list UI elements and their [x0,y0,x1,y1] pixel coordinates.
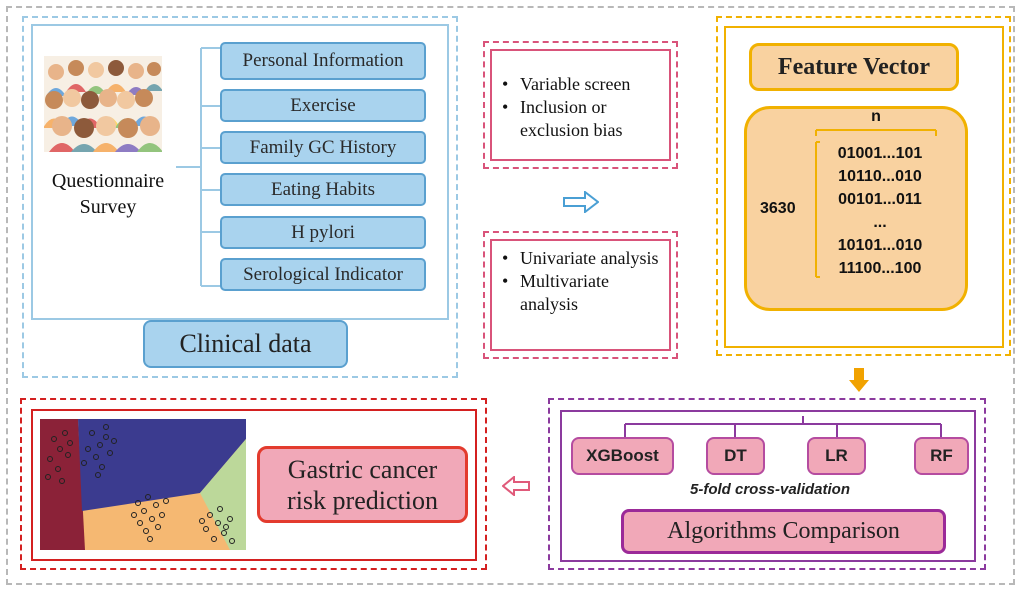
clinical-data-inner-panel [31,24,449,320]
questionnaire-survey-label: Questionnaire Survey [38,168,178,220]
outer-frame [6,6,1015,585]
feature-matrix-box [744,106,968,311]
matrix-row: 11100...100 [838,260,922,277]
survey-label-line2: Survey [79,196,137,218]
right-arrow-icon [563,191,599,213]
exercise-box: Exercise [220,89,426,122]
variable-screen-item: Variable screen [498,73,669,96]
algorithms-comparison-title: Algorithms Comparison [621,509,946,554]
h-pylori-box: H pylori [220,216,426,249]
people-group-icon [44,56,162,152]
cross-validation-label: 5-fold cross-validation [689,481,851,498]
algorithms-panel [548,398,986,570]
variable-screen-list: Variable screen Inclusion or exclusion b… [498,73,669,142]
univariate-analysis-panel [483,231,678,359]
matrix-bracket [815,129,937,278]
survey-label-line1: Questionnaire [51,170,165,192]
feature-vector-panel [716,16,1011,356]
serological-indicator-box: Serological Indicator [220,258,426,291]
multivariate-analysis-item: Multivariate analysis [498,270,669,316]
left-arrow-icon [502,476,530,496]
prediction-title-line2: risk prediction [287,486,438,515]
survey-bracket-connector [176,47,221,287]
univariate-analysis-item: Univariate analysis [498,247,669,270]
dt-model-box: DT [706,437,765,475]
matrix-row: 10101...010 [837,237,923,254]
classification-decision-boundary-plot [40,419,246,550]
lr-model-box: LR [807,437,866,475]
analysis-list: Univariate analysis Multivariate analysi… [498,247,669,316]
prediction-panel [20,398,487,570]
clinical-data-title: Clinical data [143,320,348,368]
xgboost-model-box: XGBoost [571,437,674,475]
prediction-inner-panel [31,409,477,561]
prediction-title-line1: Gastric cancer [287,455,438,484]
feature-vector-inner-panel [724,26,1004,348]
eating-habits-box: Eating Habits [220,173,426,206]
down-arrow-icon [849,368,869,392]
matrix-row: 00101...011 [838,191,922,208]
personal-information-box: Personal Information [220,42,426,80]
feature-vector-title: Feature Vector [749,43,959,91]
matrix-row: 01001...101 [837,145,923,162]
univariate-analysis-inner-panel: Univariate analysis Multivariate analysi… [490,239,671,351]
inclusion-exclusion-bias-item: Inclusion or exclusion bias [498,96,669,142]
matrix-row: 10110...010 [838,168,922,185]
matrix-row-ellipsis: ... [873,214,887,231]
family-gc-history-box: Family GC History [220,131,426,164]
feature-matrix-rows: 01001...101 10110...010 00101...011 ... … [820,142,940,280]
variable-screen-panel [483,41,678,169]
rows-count-label: 3630 [760,200,796,217]
rf-model-box: RF [914,437,969,475]
gastric-cancer-risk-prediction-title: Gastric cancer risk prediction [257,446,468,523]
clinical-data-panel [22,16,458,378]
algorithms-inner-panel [560,410,976,562]
n-columns-label: n [871,108,881,125]
variable-screen-inner-panel: Variable screen Inclusion or exclusion b… [490,49,671,161]
